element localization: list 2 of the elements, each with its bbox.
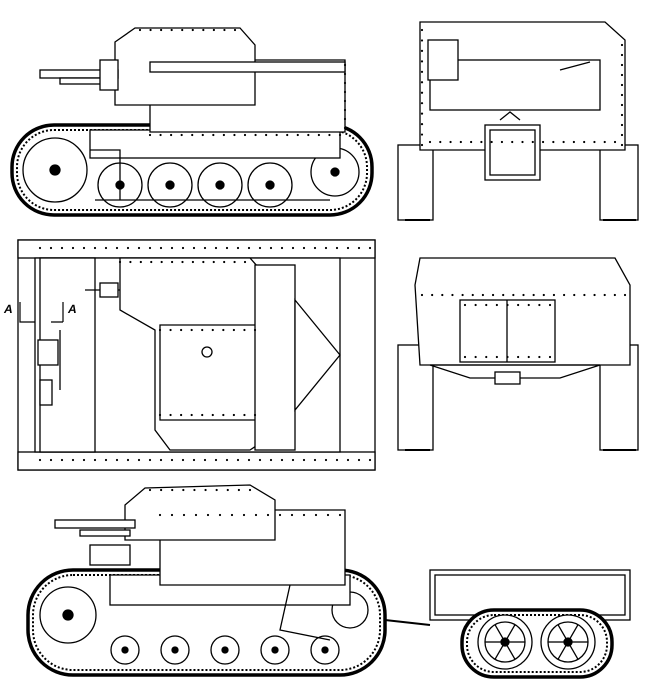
section-label: A (68, 303, 77, 315)
section-label: A (4, 303, 13, 315)
